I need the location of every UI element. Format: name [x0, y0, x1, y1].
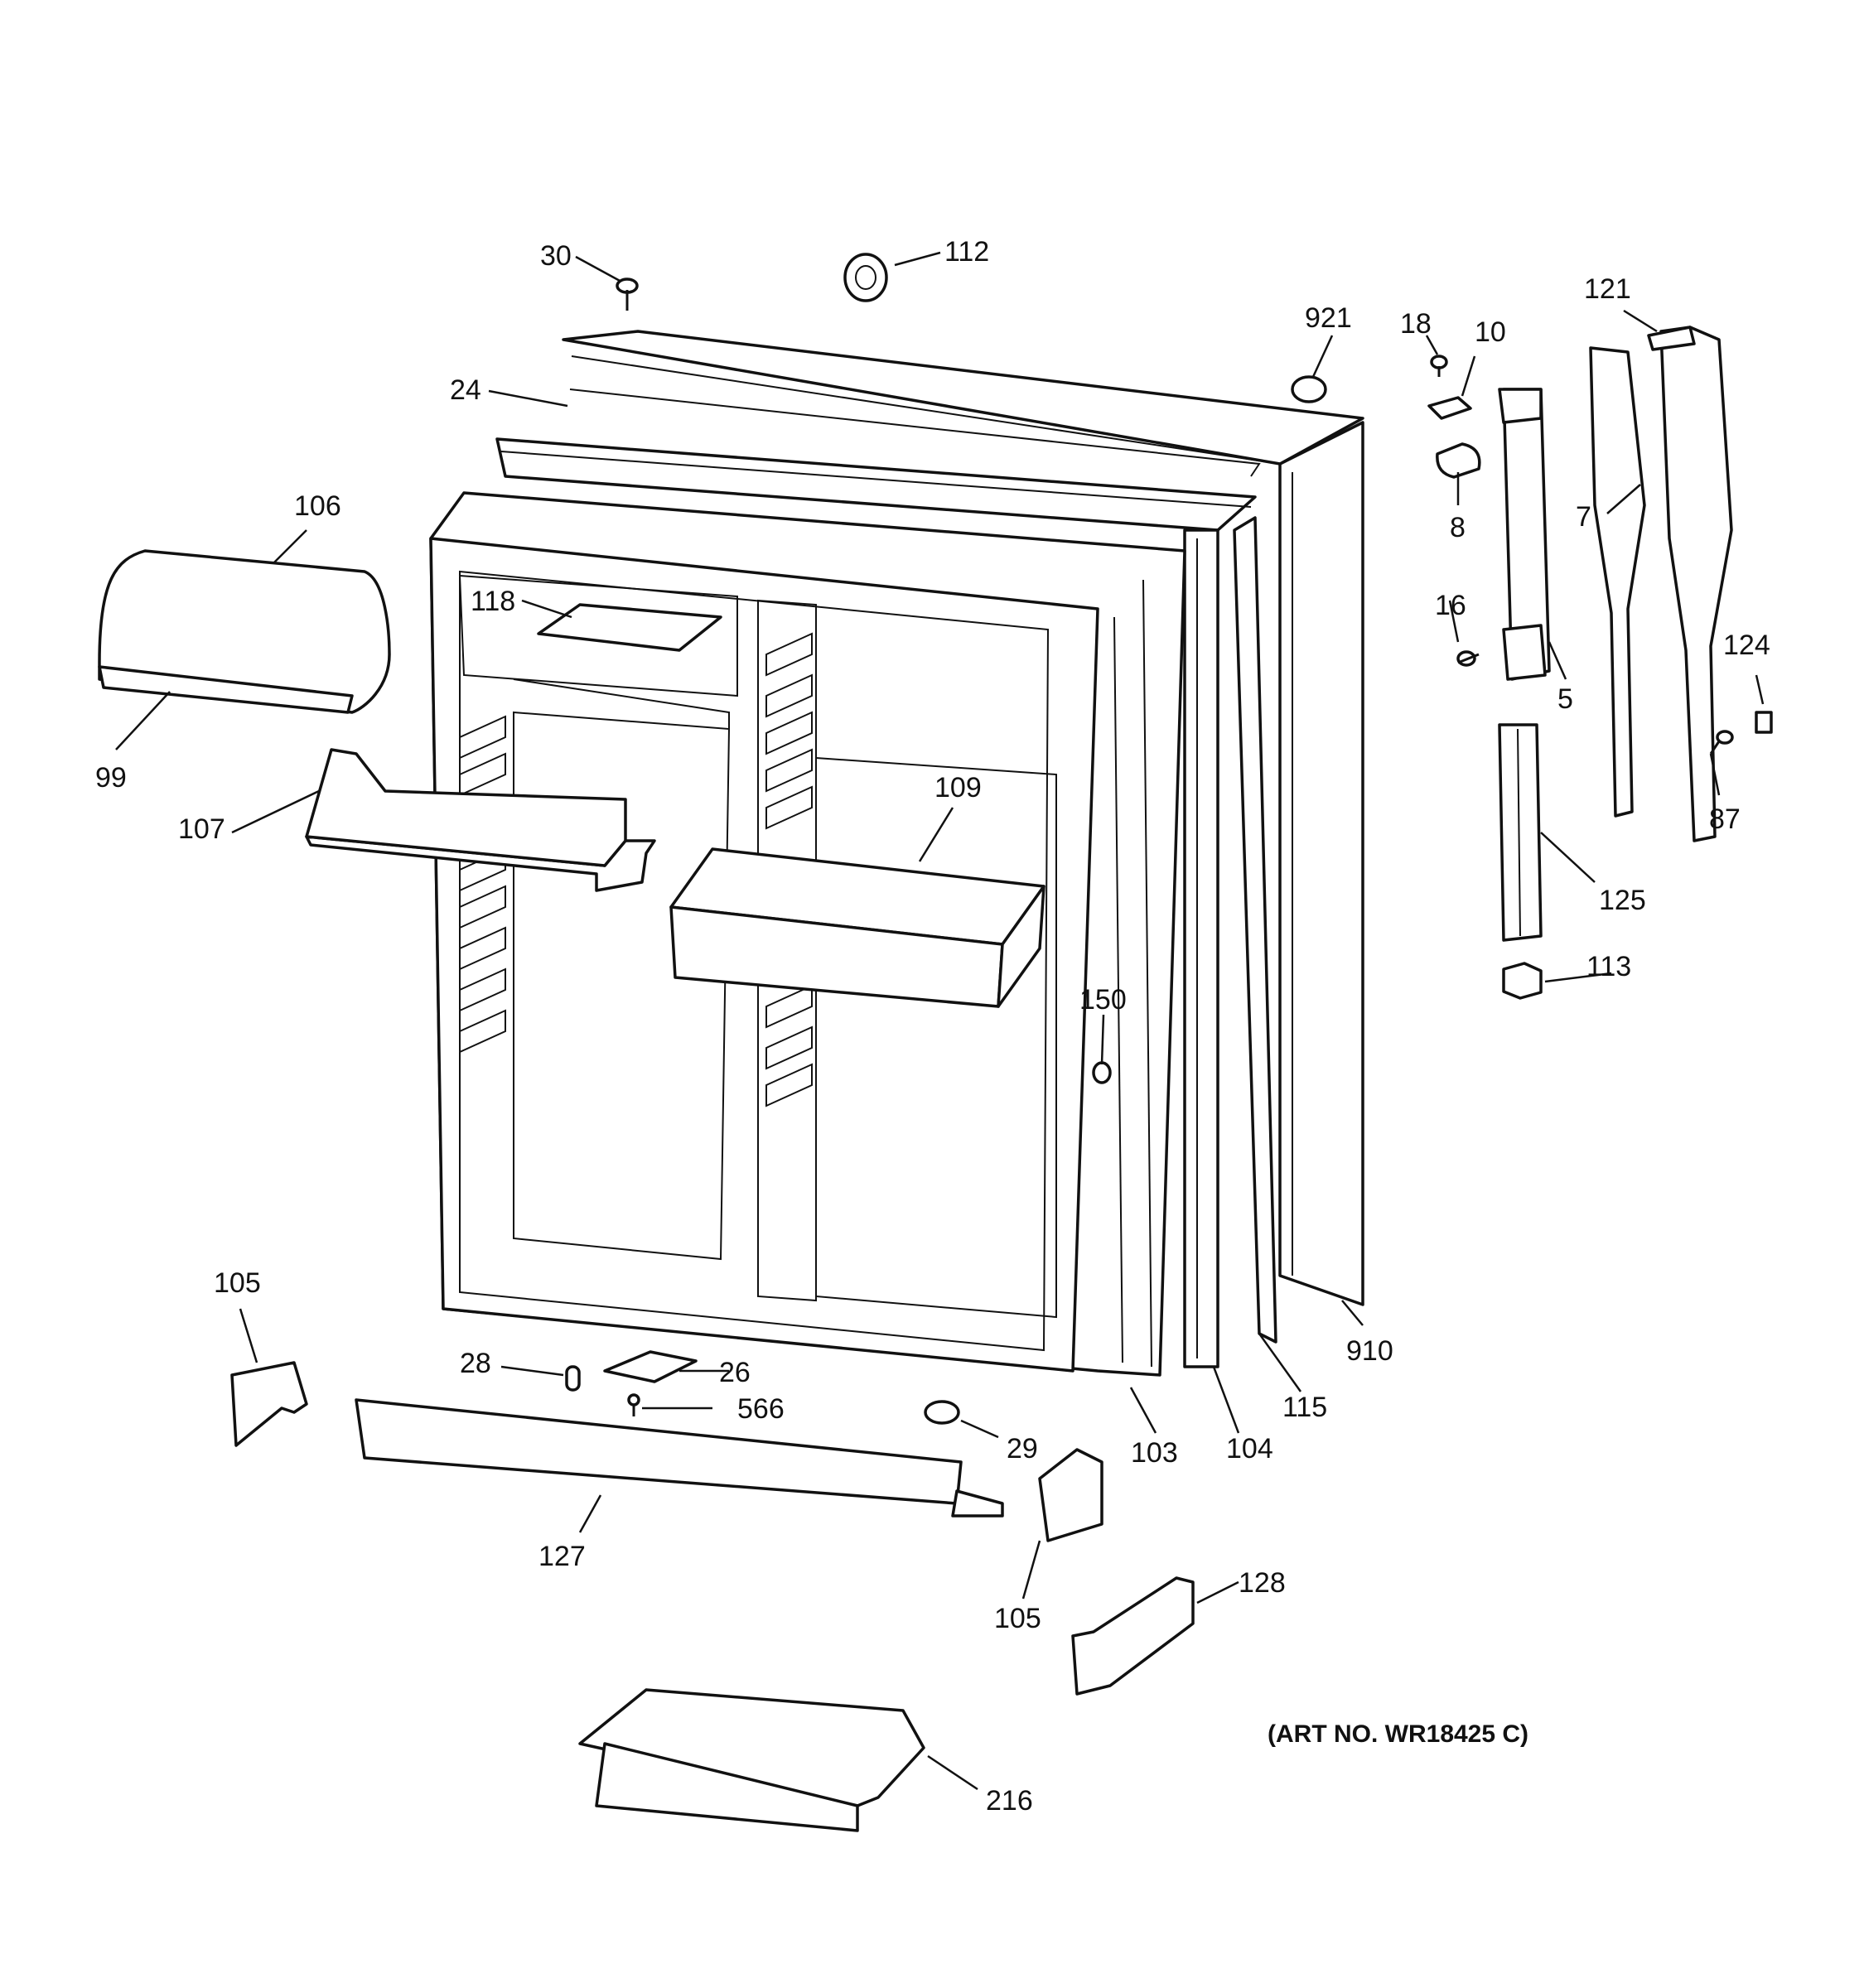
leader-lines — [115, 251, 1765, 1791]
bin-216 — [578, 1688, 925, 1832]
left-shelf-ribs — [459, 715, 506, 1054]
callout-118: 118 — [471, 586, 515, 617]
callout-216: 216 — [986, 1785, 1033, 1817]
trim-127 — [355, 1398, 1004, 1518]
callout-8: 8 — [1450, 512, 1466, 543]
callout-124: 124 — [1723, 630, 1770, 661]
bin-109 — [669, 847, 1045, 1008]
callout-10: 10 — [1475, 316, 1506, 348]
hinge-7 — [1589, 346, 1646, 818]
bracket-105-left — [230, 1361, 308, 1447]
callout-30: 30 — [540, 240, 572, 272]
channel-125 — [1498, 723, 1543, 942]
callout-127: 127 — [538, 1541, 586, 1572]
plug-29 — [924, 1400, 960, 1425]
callout-24: 24 — [450, 374, 481, 406]
outer-door-panel — [562, 330, 1364, 1306]
callout-121: 121 — [1584, 273, 1631, 305]
callout-29: 29 — [1007, 1433, 1038, 1464]
callout-109: 109 — [934, 772, 982, 803]
screw-18 — [1430, 355, 1448, 377]
callout-103: 103 — [1131, 1437, 1178, 1469]
callout-107: 107 — [178, 813, 225, 845]
bin-128 — [1071, 1576, 1195, 1696]
callout-106: 106 — [294, 490, 341, 522]
plate-26 — [603, 1350, 698, 1383]
callout-150: 150 — [1079, 984, 1127, 1016]
callout-99: 99 — [95, 762, 127, 794]
bracket-105-right — [1038, 1448, 1103, 1542]
handle-5 — [1498, 388, 1551, 681]
callout-labels: 30 112 921 18 10 121 24 106 118 8 7 16 5… — [95, 236, 1770, 1817]
dairy-door-106 — [98, 549, 391, 714]
plug-921 — [1291, 375, 1327, 403]
callout-125: 125 — [1599, 885, 1646, 916]
callout-5: 5 — [1557, 683, 1573, 715]
door-gasket-strip — [1233, 516, 1277, 1344]
screw-16 — [1456, 650, 1480, 667]
callout-113: 113 — [1586, 951, 1631, 982]
callout-566: 566 — [737, 1393, 785, 1425]
clip-10 — [1427, 396, 1472, 420]
callout-910: 910 — [1346, 1335, 1393, 1367]
callout-105-left: 105 — [214, 1267, 261, 1299]
callout-921: 921 — [1305, 302, 1352, 334]
fastener-28 — [565, 1365, 581, 1392]
cap-8 — [1436, 442, 1481, 479]
callout-115: 115 — [1282, 1392, 1327, 1423]
block-113 — [1502, 962, 1543, 1000]
door-gasket-frame — [495, 437, 1257, 1368]
callout-105-right: 105 — [994, 1603, 1041, 1634]
callout-28: 28 — [460, 1348, 491, 1379]
bracket-124 — [1755, 711, 1773, 734]
callout-7: 7 — [1576, 501, 1591, 533]
callout-87: 87 — [1709, 803, 1741, 835]
screw-566 — [627, 1393, 640, 1416]
hinge-121 — [1647, 326, 1733, 842]
callout-18: 18 — [1400, 308, 1432, 340]
center-shelf-ribs — [765, 632, 813, 1107]
callout-112: 112 — [944, 236, 989, 268]
shelf-107 — [305, 748, 656, 892]
callout-16: 16 — [1435, 590, 1466, 621]
plug-150 — [1092, 1061, 1112, 1084]
art-number: (ART NO. WR18425 C) — [1268, 1720, 1528, 1748]
screw-30 — [616, 277, 639, 311]
grommet-112 — [843, 253, 888, 302]
screw-87 — [1709, 730, 1734, 755]
callout-128: 128 — [1239, 1567, 1286, 1599]
callout-104: 104 — [1226, 1433, 1273, 1464]
callout-26: 26 — [719, 1357, 751, 1388]
